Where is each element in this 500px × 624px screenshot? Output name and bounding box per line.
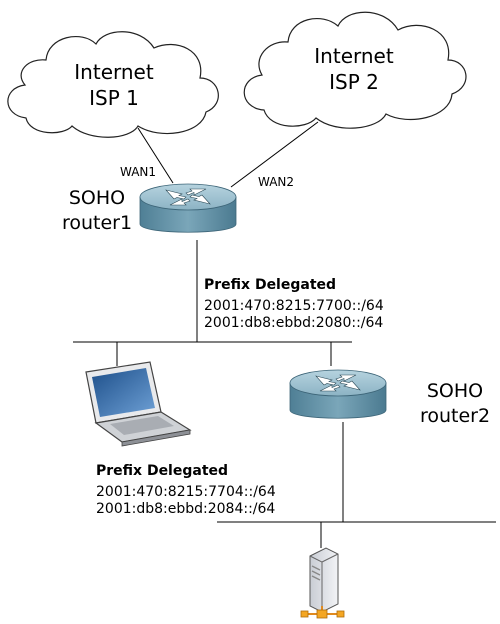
router1-label-line1: SOHO xyxy=(68,187,126,209)
cloud-isp1-line2: ISP 1 xyxy=(89,86,139,110)
router1-label-line2: router1 xyxy=(61,212,133,234)
cloud-isp1 xyxy=(7,31,219,138)
cloud-isp2-label: Internet ISP 2 xyxy=(294,43,414,95)
router2-label-line2: router2 xyxy=(419,405,491,427)
prefix-lower-2: 2001:db8:ebbd:2084::/64 xyxy=(96,501,276,517)
prefix-lower-1: 2001:470:8215:7704::/64 xyxy=(96,484,276,500)
link-isp1-router1 xyxy=(137,127,174,184)
prefix-delegated-upper: Prefix Delegated 2001:470:8215:7700::/64… xyxy=(204,278,384,332)
links xyxy=(73,121,496,548)
router1-icon xyxy=(139,183,237,233)
wan2-label: WAN2 xyxy=(258,175,295,189)
cloud-isp2-line2: ISP 2 xyxy=(329,70,379,94)
cloud-isp2 xyxy=(243,11,467,129)
cloud-isp1-line1: Internet xyxy=(74,60,154,84)
prefix-upper-1: 2001:470:8215:7700::/64 xyxy=(204,298,384,314)
router1-label: SOHO router1 xyxy=(42,186,152,236)
router2-label-line1: SOHO xyxy=(426,380,484,402)
wan1-label: WAN1 xyxy=(120,165,157,179)
prefix-lower-title: Prefix Delegated xyxy=(96,463,229,479)
cloud-isp2-line1: Internet xyxy=(314,44,394,68)
prefix-delegated-lower: Prefix Delegated 2001:470:8215:7704::/64… xyxy=(96,464,276,518)
server-icon xyxy=(300,547,345,619)
router2-label: SOHO router2 xyxy=(400,379,500,429)
prefix-upper-2: 2001:db8:ebbd:2080::/64 xyxy=(204,315,384,331)
laptop-icon xyxy=(85,361,192,447)
router2-icon xyxy=(289,369,387,419)
prefix-upper-title: Prefix Delegated xyxy=(204,277,337,293)
link-isp2-router1 xyxy=(230,121,319,188)
cloud-isp1-label: Internet ISP 1 xyxy=(54,59,174,111)
